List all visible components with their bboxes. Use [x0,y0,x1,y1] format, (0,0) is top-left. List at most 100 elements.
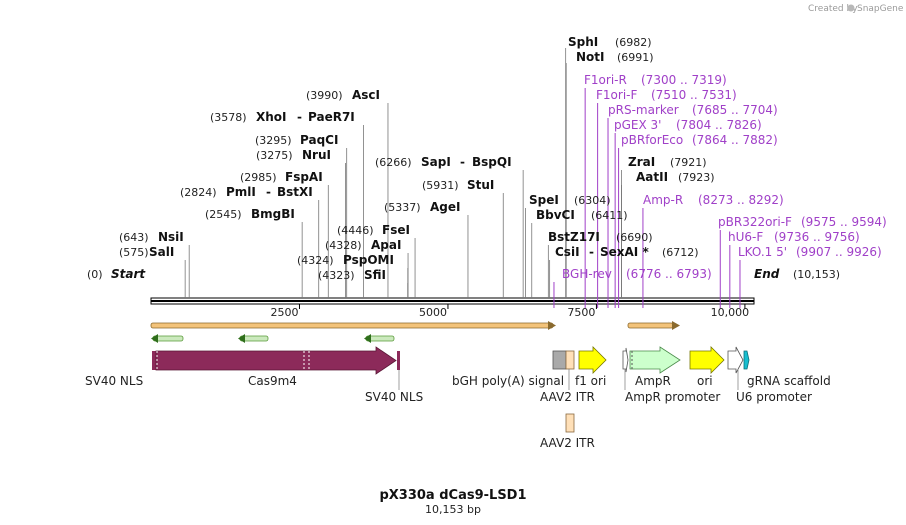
site-pos: (5931) [422,179,459,192]
feature-label: AmpR [635,374,671,388]
feature-grna-scaffold[interactable]: gRNA scaffold [743,350,831,388]
site-name: BbvCI [536,208,575,222]
primer-amp-r[interactable]: Amp-R (8273 .. 8292) [643,193,784,207]
site-name: FspAI [285,170,323,184]
orf-bar [627,322,674,329]
primer-pbrforeco[interactable]: pBRforEco (7864 .. 7882) [621,133,778,147]
start-position: (0) [87,268,103,281]
primer-hu6-f[interactable]: hU6-F (9736 .. 9756) [728,230,860,244]
site-name: PmlI [226,185,256,199]
primer-range: (9907 .. 9926) [796,245,882,259]
primer-prs-marker[interactable]: pRS-marker (7685 .. 7704) [608,103,778,117]
site-fsei[interactable]: (4446) FseI [337,223,410,237]
primer-name: F1ori-R [584,73,627,87]
feature-sv40-nls-2[interactable]: SV40 NLS [365,351,423,404]
feature-ori[interactable]: ori [689,346,725,388]
site-bstz17i[interactable]: BstZ17I (6690) [548,230,653,244]
end-label: End [754,267,780,281]
site-csii[interactable]: CsiI - SexAI * (6712) [555,245,699,259]
site-nrui[interactable]: (3275) NruI [256,148,331,162]
snapgene-branding: Created by SnapGene [808,4,904,14]
site-pos: (3295) [255,134,292,147]
site-connector-lines [184,48,741,308]
feature-shape [743,350,750,370]
orf-long[interactable] [150,321,556,330]
site-bmgbi[interactable]: (2545) BmgBI [205,207,295,221]
snapgene-app-name: SnapGene [857,4,904,14]
primer-lko-5[interactable]: LKO.1 5' (9907 .. 9926) [738,245,882,259]
tick-group: 2500 5000 7500 10,000 [270,304,749,319]
site-sphi[interactable]: (6982) SphI [568,35,652,49]
feature-aav2-itr-2[interactable]: AAV2 ITR [540,413,595,450]
feature-shape [727,346,744,374]
feature-cas9m4[interactable]: Cas9m4 [155,346,397,388]
orf-arrowhead [364,334,371,343]
feature-label: ori [697,374,713,388]
site-zrai[interactable]: ZraI (7921) [628,155,707,169]
site-sapi[interactable]: (6266) SapI - BspQI [375,155,512,169]
primer-bgh-rev[interactable]: BGH-rev (6776 .. 6793) [562,267,712,281]
site-apai[interactable]: (4328) ApaI [325,238,401,252]
site-name: BmgBI [251,207,295,221]
orf-reverse-3[interactable] [364,334,395,343]
orf-reverse-2[interactable] [238,334,269,343]
site-spei[interactable]: SpeI (6304) [529,193,611,207]
primer-f1ori-r[interactable]: F1ori-R (7300 .. 7319) [584,73,727,87]
site-agei[interactable]: (5337) AgeI [384,200,460,214]
site-fspai[interactable]: (2985) FspAI [240,170,323,184]
feature-ampr-promoter[interactable]: AmpR promoter [622,347,720,404]
created-by-text: Created by [808,4,858,14]
site-paqci[interactable]: (3295) PaqCI [255,133,338,147]
site-bbvci[interactable]: BbvCI (6411) [536,208,628,222]
site-asci[interactable]: (3990) AscI [306,88,380,102]
site-nsii[interactable]: (643) NsiI [119,230,184,244]
site-name: XhoI [256,110,287,124]
orf-arrowhead [548,321,556,330]
site-aatii[interactable]: AatII (7923) [636,170,715,184]
site-name-alt: PaeR7I [308,110,355,124]
tick-label-10000: 10,000 [711,306,750,319]
feature-shape [152,351,156,370]
feature-label: SV40 NLS [365,390,423,404]
site-pos: (3275) [256,149,293,162]
feature-label: gRNA scaffold [747,374,831,388]
primer-range: (7804 .. 7826) [676,118,762,132]
site-pos: (3990) [306,89,343,102]
primer-name: Amp-R [643,193,683,207]
site-name: SalI [149,245,174,259]
feature-label: f1 ori [575,374,606,388]
site-name: AgeI [430,200,460,214]
site-name: SapI [421,155,451,169]
site-name: NotI [576,50,605,64]
orf-short[interactable] [627,321,680,330]
feature-aav2-itr[interactable]: AAV2 ITR [540,350,595,404]
site-separator: - [266,185,271,199]
site-sali[interactable]: (575) SalI [119,245,174,259]
site-xhoi[interactable]: (3578) XhoI - PaeR7I [210,110,355,124]
site-pspomi[interactable]: (4324) PspOMI [297,253,394,267]
feature-label: AAV2 ITR [540,390,595,404]
site-noti[interactable]: NotI (6991) [576,50,654,64]
feature-bgh-polya-signal[interactable]: bGH poly(A) signal [452,350,567,388]
site-sfii[interactable]: (4323) SfiI [318,268,386,282]
site-name-alt: SexAI * [600,245,649,259]
primer-name: F1ori-F [596,88,637,102]
site-pmli[interactable]: (2824) PmlI - BstXI [180,185,313,199]
feature-sv40-nls[interactable]: SV40 NLS [85,351,156,388]
feature-ampr[interactable]: AmpR [629,346,681,388]
primer-range: (9575 .. 9594) [801,215,887,229]
site-pos: (4324) [297,254,334,267]
primer-pbr322ori-f[interactable]: pBR322ori-F (9575 .. 9594) [718,215,887,229]
feature-label: SV40 NLS [85,374,143,388]
primer-pgex-3[interactable]: pGEX 3' (7804 .. 7826) [614,118,762,132]
feature-f1-ori[interactable]: f1 ori [575,346,607,388]
site-stui[interactable]: (5931) StuI [422,178,494,192]
feature-shape [689,346,725,374]
site-name: AscI [352,88,380,102]
site-name: FseI [382,223,410,237]
orf-reverse-1[interactable] [151,334,184,343]
feature-u6-promoter[interactable]: U6 promoter [727,346,812,404]
primer-f1ori-f[interactable]: F1ori-F (7510 .. 7531) [596,88,737,102]
sequence-backbone [150,297,755,305]
orf-arrowhead [672,321,680,330]
